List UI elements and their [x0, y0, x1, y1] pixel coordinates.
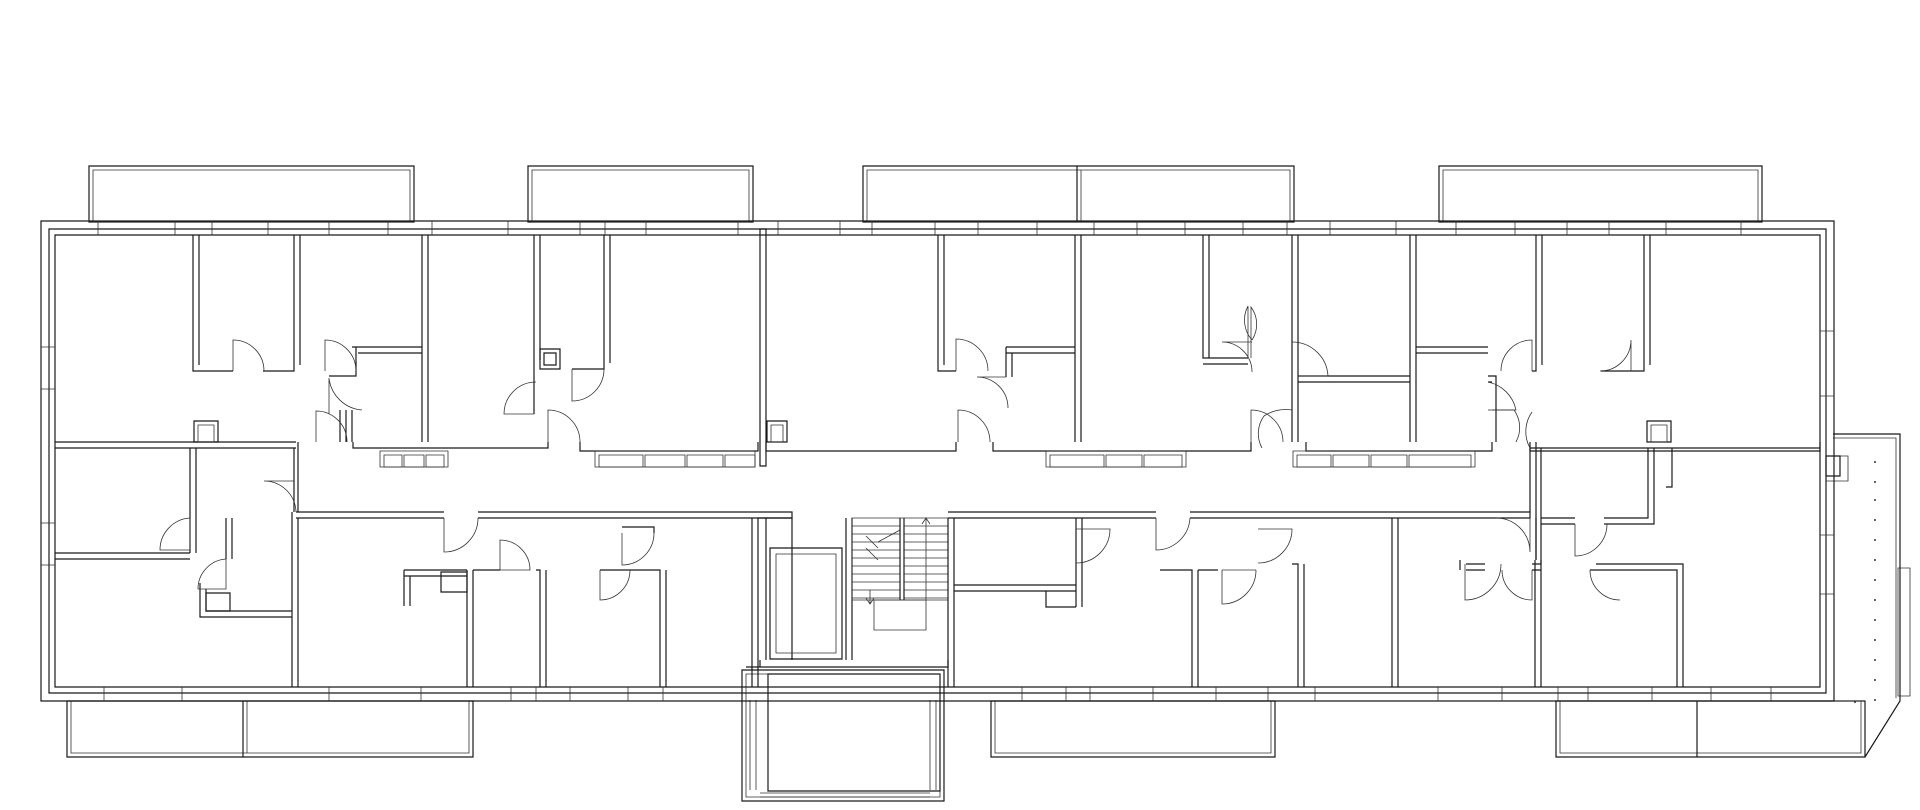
south-rooms	[55, 448, 1840, 687]
terrace-dot	[1874, 519, 1876, 521]
balcony-n3	[863, 166, 1294, 222]
terrace-dot	[1874, 539, 1876, 541]
doors	[160, 306, 1631, 604]
outer-wall	[41, 221, 1834, 701]
terrace-dot	[1874, 499, 1876, 501]
terrace-dot	[1874, 679, 1876, 681]
terrace-dot	[1854, 701, 1856, 703]
balcony-s1	[67, 701, 473, 757]
terrace-dot	[1874, 619, 1876, 621]
terrace-dots	[1854, 461, 1876, 703]
balcony-n1	[89, 166, 414, 222]
north-rooms	[193, 235, 1671, 467]
terrace-dot	[1874, 461, 1876, 463]
entrance-canopy	[742, 670, 944, 801]
balconies-south	[67, 701, 1865, 757]
elevator-shaft	[770, 548, 842, 659]
terrace-dot	[1874, 559, 1876, 561]
terrace-dot	[1874, 659, 1876, 661]
balcony-s2	[991, 701, 1275, 757]
door-swing	[233, 340, 264, 371]
terrace-dot	[1874, 599, 1876, 601]
balcony-n2	[528, 166, 753, 222]
staircase	[846, 518, 948, 660]
terrace-dot	[1874, 579, 1876, 581]
balcony-n4	[1439, 166, 1762, 222]
terrace-dot	[1874, 639, 1876, 641]
terrace-dot	[1874, 481, 1876, 483]
terrace-dot	[1874, 699, 1876, 701]
balcony-s3	[1556, 701, 1865, 757]
balconies-north	[89, 166, 1762, 222]
east-terrace	[1826, 434, 1910, 757]
